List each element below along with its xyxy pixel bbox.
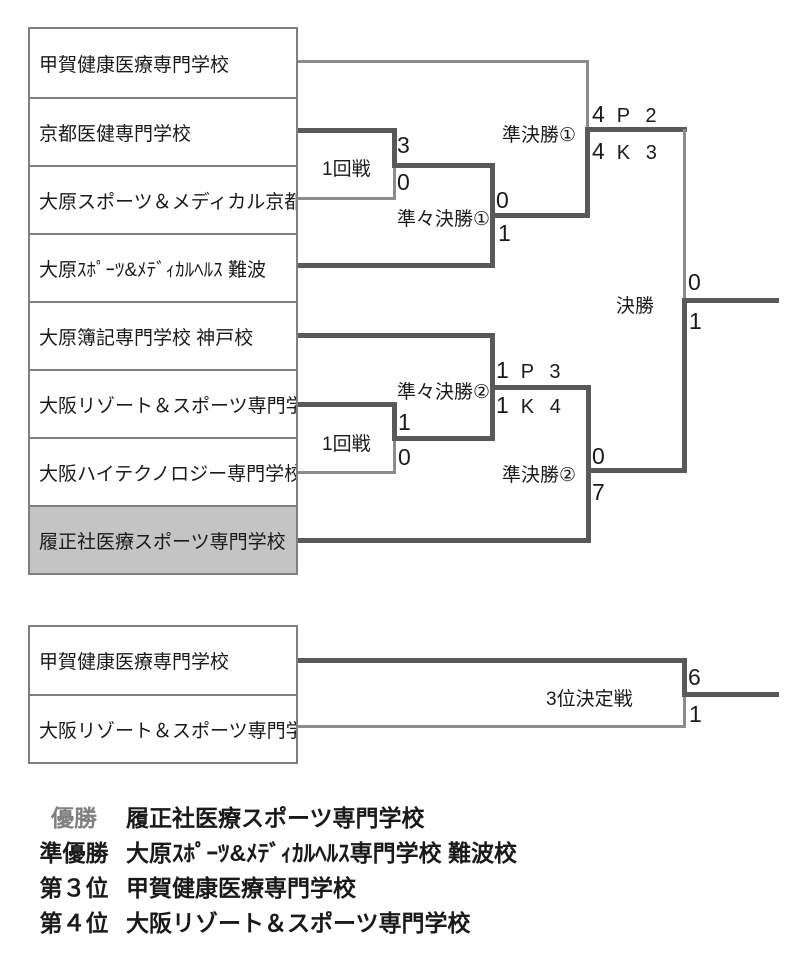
rank-team-third: 甲賀健康医療専門学校: [126, 874, 356, 901]
team-box-6: 大阪リゾート＆スポーツ専門学校: [30, 369, 296, 437]
line-round1a-exit: [392, 163, 495, 168]
main-bracket-team-list: 甲賀健康医療専門学校 京都医健専門学校 大原スポーツ＆メディカル京都 大原ｽﾎﾟ…: [28, 27, 298, 575]
line-quarterfinal2-exit: [490, 385, 591, 390]
team-box-5: 大原簿記専門学校 神戸校: [30, 301, 296, 369]
team-box-4: 大原ｽﾎﾟｰﾂ&ﾒﾃﾞｨｶﾙﾍﾙｽ 難波: [30, 233, 296, 301]
line-round1a-vertical-loser: [393, 166, 396, 200]
line-team2-horizontal: [298, 128, 397, 133]
line-third-vertical-winner: [682, 658, 687, 697]
rank-label-third: 第３位: [39, 874, 109, 901]
line-team3-horizontal: [298, 197, 396, 200]
team-name: 甲賀健康医療専門学校: [39, 54, 230, 76]
match-label-round1-bottom: 1回戦: [322, 434, 371, 455]
line-team8-horizontal: [298, 538, 591, 543]
line-team6-horizontal: [298, 402, 397, 407]
line-round1b-vertical-winner: [392, 402, 397, 441]
team-name: 大原簿記専門学校 神戸校: [39, 327, 254, 349]
rank-team-fourth: 大阪リゾート＆スポーツ専門学校: [126, 909, 471, 936]
line-third-team1-horizontal: [298, 658, 687, 663]
line-third-vertical-loser: [683, 695, 686, 728]
standing-row-third: 第３位 甲賀健康医療専門学校: [30, 868, 517, 903]
line-semifinal1-exit: [585, 127, 687, 132]
line-semifinal2-vertical: [586, 385, 591, 543]
rank-label-runner-up: 準優勝: [39, 839, 109, 866]
score-quarterfinal1-top: 0: [496, 187, 509, 213]
line-final-vertical-lower: [682, 298, 687, 473]
team-name: 京都医健専門学校: [39, 123, 192, 145]
team-box-8-highlighted: 履正社医療スポーツ専門学校: [30, 505, 296, 573]
standing-row-champion: 優勝 履正社医療スポーツ専門学校: [30, 798, 517, 833]
standing-row-runner-up: 準優勝 大原ｽﾎﾟｰﾂ&ﾒﾃﾞｨｶﾙﾍﾙｽ専門学校 難波校: [30, 833, 518, 868]
final-standings-list: 優勝 履正社医療スポーツ専門学校 準優勝 大原ｽﾎﾟｰﾂ&ﾒﾃﾞｨｶﾙﾍﾙｽ専門…: [30, 798, 518, 938]
line-team4-horizontal: [298, 263, 495, 268]
line-team5-horizontal: [298, 333, 495, 338]
team-name: 大阪リゾート＆スポーツ専門学校: [39, 720, 296, 742]
score-semifinal2-bottom: 7: [592, 479, 605, 505]
line-quarterfinal1-exit: [490, 213, 590, 218]
score-quarterfinal1-bottom: 1: [498, 220, 511, 246]
third-place-team-box-1: 甲賀健康医療専門学校: [30, 627, 296, 694]
match-label-quarterfinal1: 準々決勝①: [397, 209, 491, 230]
rank-team-champion: 履正社医療スポーツ専門学校: [126, 804, 425, 831]
line-final-exit: [682, 298, 779, 303]
line-final-vertical-upper: [683, 129, 686, 298]
score-round1-top-winner: 3: [397, 132, 410, 158]
match-label-semifinal2: 準決勝②: [502, 465, 577, 486]
line-semifinal1-vertical-lower: [585, 127, 590, 218]
pk-score: K 3: [616, 142, 662, 164]
team-name: 甲賀健康医療専門学校: [39, 652, 230, 673]
score-round1-bottom-loser: 0: [398, 444, 411, 470]
pk-score: P 3: [520, 361, 566, 383]
score-third-place-top: 6: [688, 664, 701, 690]
team-name: 大原スポーツ＆メディカル京都: [39, 191, 296, 213]
score-final-bottom: 1: [689, 308, 702, 334]
team-name: 大原ｽﾎﾟｰﾂ&ﾒﾃﾞｨｶﾙﾍﾙｽ 難波: [39, 259, 266, 281]
line-third-team2-horizontal: [298, 725, 684, 728]
team-box-1: 甲賀健康医療専門学校: [30, 29, 296, 97]
team-name: 大阪リゾート＆スポーツ専門学校: [39, 395, 296, 417]
line-team7-horizontal: [298, 471, 396, 474]
match-label-round1-top: 1回戦: [322, 159, 371, 180]
line-semifinal1-vertical-upper: [586, 60, 589, 127]
team-box-3: 大原スポーツ＆メディカル京都: [30, 165, 296, 233]
match-label-final: 決勝: [616, 296, 655, 317]
team-box-7: 大阪ハイテクノロジー専門学校: [30, 437, 296, 505]
team-name: 履正社医療スポーツ専門学校: [39, 531, 286, 553]
line-round1a-vertical-winner: [392, 128, 397, 168]
score-round1-top-loser: 0: [397, 169, 410, 195]
line-third-exit: [682, 692, 779, 697]
match-label-third-place: 3位決定戦: [546, 689, 633, 710]
score-final-top: 0: [688, 269, 701, 295]
match-label-semifinal1: 準決勝①: [502, 125, 577, 146]
rank-team-runner-up: 大原ｽﾎﾟｰﾂ&ﾒﾃﾞｨｶﾙﾍﾙｽ専門学校 難波校: [126, 839, 517, 866]
score-third-place-bottom: 1: [689, 701, 702, 727]
team-name: 大阪ハイテクノロジー専門学校: [39, 463, 296, 485]
rank-label-champion: 優勝: [51, 804, 97, 831]
third-place-team-list: 甲賀健康医療専門学校 大阪リゾート＆スポーツ専門学校: [28, 625, 298, 764]
pk-score: K 4: [520, 396, 566, 418]
line-semifinal2-exit: [586, 468, 687, 473]
team-box-2: 京都医健専門学校: [30, 97, 296, 165]
line-round1b-vertical-loser: [393, 439, 396, 474]
line-team1-horizontal: [298, 60, 589, 63]
line-round1b-exit: [392, 436, 495, 441]
pk-score: P 2: [616, 105, 662, 127]
third-place-team-box-2: 大阪リゾート＆スポーツ専門学校: [30, 694, 296, 762]
rank-label-fourth: 第４位: [39, 909, 109, 936]
score-round1-bottom-winner: 1: [398, 409, 411, 435]
match-label-quarterfinal2: 準々決勝②: [397, 382, 491, 403]
score-semifinal2-top: 0: [592, 443, 605, 469]
standing-row-fourth: 第４位 大阪リゾート＆スポーツ専門学校: [30, 903, 517, 938]
